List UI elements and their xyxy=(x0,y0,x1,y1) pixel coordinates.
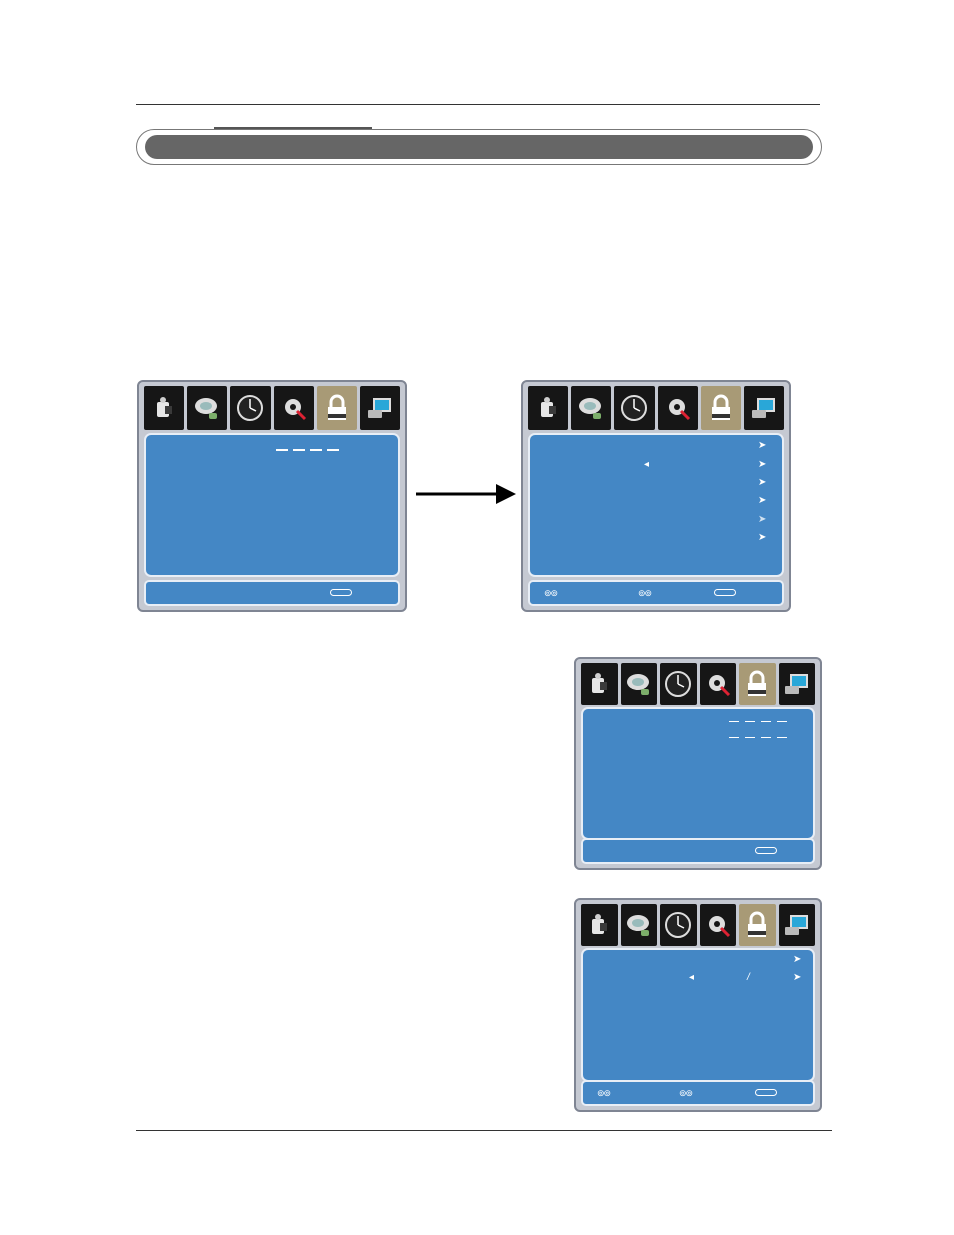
password-digit-1[interactable] xyxy=(276,449,288,451)
left-right-nav-icon: ⊚⊚ xyxy=(679,1088,693,1098)
time-icon[interactable] xyxy=(230,386,271,430)
block-program-menu: ➤ ◂ / ➤ ⊚⊚ ⊚⊚ xyxy=(574,898,822,1112)
left-right-nav-icon: ⊚⊚ xyxy=(638,588,652,598)
right-arrow-icon[interactable]: ➤ xyxy=(793,972,802,983)
password-digit-4[interactable] xyxy=(327,449,339,451)
lock-icon[interactable] xyxy=(700,386,741,430)
left-arrow-icon[interactable]: ◂ xyxy=(689,972,695,983)
menu-icon-row xyxy=(528,386,785,430)
time-icon[interactable] xyxy=(614,386,655,430)
pc-icon[interactable] xyxy=(778,904,815,946)
up-down-nav-icon: ⊚⊚ xyxy=(597,1088,611,1098)
new-password-digit-3[interactable] xyxy=(761,721,771,722)
confirm-password-digit-3[interactable] xyxy=(761,737,771,738)
lock-icon[interactable] xyxy=(739,663,776,705)
confirm-password-digit-2[interactable] xyxy=(745,737,755,738)
menu-icon-row xyxy=(581,663,815,705)
menu-footer xyxy=(581,838,815,864)
up-down-nav-icon: ⊚⊚ xyxy=(544,588,558,598)
sound-icon[interactable] xyxy=(571,386,612,430)
password-digit-2[interactable] xyxy=(293,449,305,451)
new-password-digit-1[interactable] xyxy=(729,721,739,722)
password-entry-menu xyxy=(137,380,407,612)
sound-icon[interactable] xyxy=(620,904,657,946)
section-header-bar xyxy=(136,129,822,165)
flow-arrow-icon xyxy=(416,484,516,504)
lock-icon[interactable] xyxy=(316,386,357,430)
setup-icon[interactable] xyxy=(273,386,314,430)
lock-menu: ➤ ◂ ➤ ➤ ➤ ➤ ➤ ⊚⊚ ⊚⊚ xyxy=(521,380,791,612)
menu-icon-row xyxy=(144,386,401,430)
submenu-arrow-icon[interactable]: ➤ xyxy=(758,532,767,543)
time-icon[interactable] xyxy=(660,904,697,946)
submenu-arrow-icon[interactable]: ➤ xyxy=(758,440,767,451)
menu-panel: ➤ ◂ / ➤ xyxy=(581,948,815,1082)
pc-icon[interactable] xyxy=(778,663,815,705)
pc-icon[interactable] xyxy=(359,386,401,430)
lock-icon[interactable] xyxy=(739,904,776,946)
exit-key-icon xyxy=(714,589,736,596)
bottom-rule xyxy=(136,1130,832,1131)
top-rule xyxy=(136,104,820,105)
menu-panel xyxy=(144,433,400,577)
sound-icon[interactable] xyxy=(187,386,228,430)
password-digit-3[interactable] xyxy=(310,449,322,451)
menu-footer: ⊚⊚ ⊚⊚ xyxy=(528,580,784,606)
submenu-arrow-icon[interactable]: ➤ xyxy=(758,514,767,525)
menu-footer xyxy=(144,580,400,606)
setup-icon[interactable] xyxy=(699,904,736,946)
setup-icon[interactable] xyxy=(657,386,698,430)
picture-icon[interactable] xyxy=(581,663,618,705)
confirm-password-digit-1[interactable] xyxy=(729,737,739,738)
exit-key-icon xyxy=(755,1089,777,1096)
sound-icon[interactable] xyxy=(620,663,657,705)
new-password-digit-4[interactable] xyxy=(777,721,787,722)
exit-key-icon xyxy=(755,847,777,854)
header-tab-accent xyxy=(214,127,372,129)
setup-icon[interactable] xyxy=(699,663,736,705)
menu-panel xyxy=(581,707,815,840)
submenu-arrow-icon[interactable]: ➤ xyxy=(758,495,767,506)
pc-icon[interactable] xyxy=(743,386,785,430)
time-icon[interactable] xyxy=(660,663,697,705)
new-password-digit-2[interactable] xyxy=(745,721,755,722)
exit-key-icon xyxy=(330,589,352,596)
submenu-arrow-icon[interactable]: ➤ xyxy=(793,954,802,965)
submenu-arrow-icon[interactable]: ➤ xyxy=(758,477,767,488)
confirm-password-digit-4[interactable] xyxy=(777,737,787,738)
picture-icon[interactable] xyxy=(144,386,185,430)
section-header-fill xyxy=(145,135,813,159)
submenu-arrow-icon[interactable]: ➤ xyxy=(758,459,767,470)
menu-panel: ➤ ◂ ➤ ➤ ➤ ➤ ➤ xyxy=(528,433,784,577)
change-password-menu xyxy=(574,657,822,870)
picture-icon[interactable] xyxy=(581,904,618,946)
picture-icon[interactable] xyxy=(528,386,569,430)
menu-footer: ⊚⊚ ⊚⊚ xyxy=(581,1080,815,1106)
left-arrow-icon[interactable]: ◂ xyxy=(644,459,650,470)
menu-icon-row xyxy=(581,904,815,946)
separator-slash: / xyxy=(747,972,750,983)
